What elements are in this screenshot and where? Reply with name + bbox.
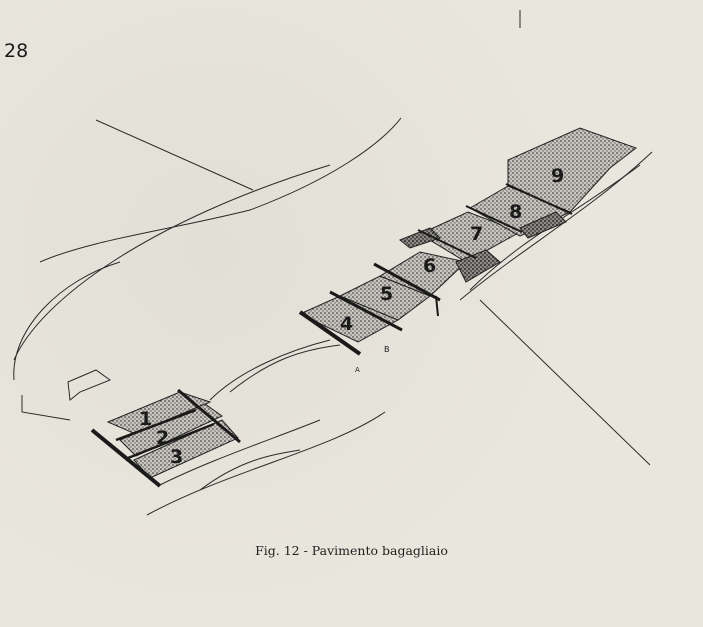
- front-floor-assembly: [90, 388, 241, 488]
- page-number: 28: [4, 40, 29, 62]
- callout-6: 6: [423, 255, 436, 277]
- car-body-outline: [13, 10, 653, 516]
- callout-1: 1: [139, 408, 152, 430]
- callout-3: 3: [170, 446, 183, 468]
- callout-2: 2: [156, 427, 169, 449]
- callout-5: 5: [380, 283, 393, 305]
- callout-8: 8: [509, 201, 522, 223]
- front-panel-1: [106, 391, 212, 437]
- callout-9: 9: [551, 165, 564, 187]
- callout-labels: 1 2 3 4 5 6 7 8 9 A B: [139, 165, 564, 468]
- callout-a: A: [355, 366, 360, 374]
- rear-floor-assembly: [298, 127, 638, 356]
- callout-7: 7: [470, 223, 483, 245]
- figure-caption: Fig. 12 - Pavimento bagagliaio: [255, 543, 448, 558]
- callout-b: B: [384, 345, 390, 354]
- callout-4: 4: [340, 313, 353, 335]
